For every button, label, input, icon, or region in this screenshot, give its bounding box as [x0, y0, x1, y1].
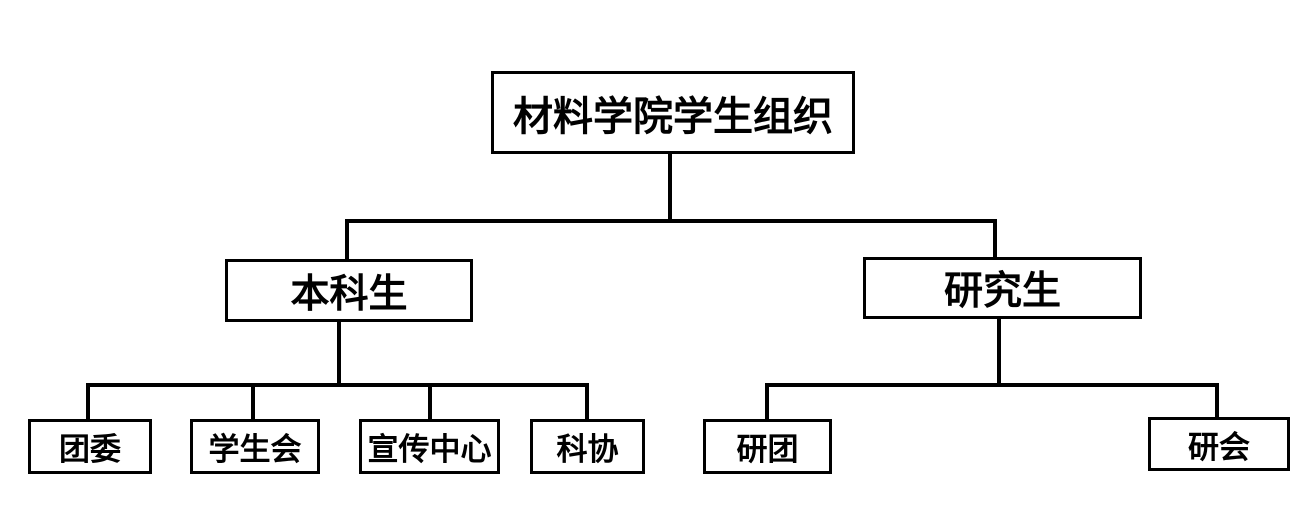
- org-node-league-committee: 团委: [28, 419, 152, 474]
- org-node-undergrad: 本科生: [225, 259, 473, 322]
- connector-grad-union-up: [1215, 383, 1219, 418]
- org-node-grad-league: 研团: [703, 419, 832, 474]
- connector-undergrad-down: [337, 322, 341, 387]
- connector-grad-league-up: [765, 383, 769, 420]
- connector-publicity-center-up: [428, 383, 432, 420]
- org-node-root: 材料学院学生组织: [491, 71, 855, 154]
- org-node-student-union: 学生会: [190, 419, 320, 474]
- connector-student-union-up: [251, 383, 255, 420]
- org-node-league-committee-label: 团委: [59, 432, 121, 467]
- org-node-publicity-center: 宣传中心: [359, 419, 500, 474]
- connector-bus-undergrad-children: [86, 383, 589, 387]
- org-node-undergrad-label: 本科生: [290, 272, 408, 316]
- org-node-grad-label: 研究生: [943, 270, 1061, 313]
- org-node-grad: 研究生: [863, 257, 1142, 319]
- org-node-science-association: 科协: [530, 419, 645, 474]
- org-node-root-label: 材料学院学生组织: [513, 94, 833, 139]
- org-node-publicity-center-label: 宣传中心: [367, 432, 492, 467]
- connector-grad-down: [997, 319, 1001, 387]
- connector-root-down: [668, 154, 672, 223]
- org-node-student-union-label: 学生会: [208, 432, 302, 467]
- org-node-grad-union-label: 研会: [1188, 429, 1250, 465]
- org-node-grad-union: 研会: [1148, 417, 1290, 471]
- org-node-grad-league-label: 研团: [736, 432, 799, 467]
- connector-bus-grad-children: [765, 383, 1219, 387]
- org-node-science-association-label: 科协: [556, 432, 619, 467]
- connector-science-association-up: [585, 383, 589, 420]
- connector-grad-up: [993, 219, 997, 259]
- connector-undergrad-up: [345, 219, 349, 261]
- connector-league-committee-up: [86, 383, 90, 420]
- connector-bus-level2: [345, 219, 997, 223]
